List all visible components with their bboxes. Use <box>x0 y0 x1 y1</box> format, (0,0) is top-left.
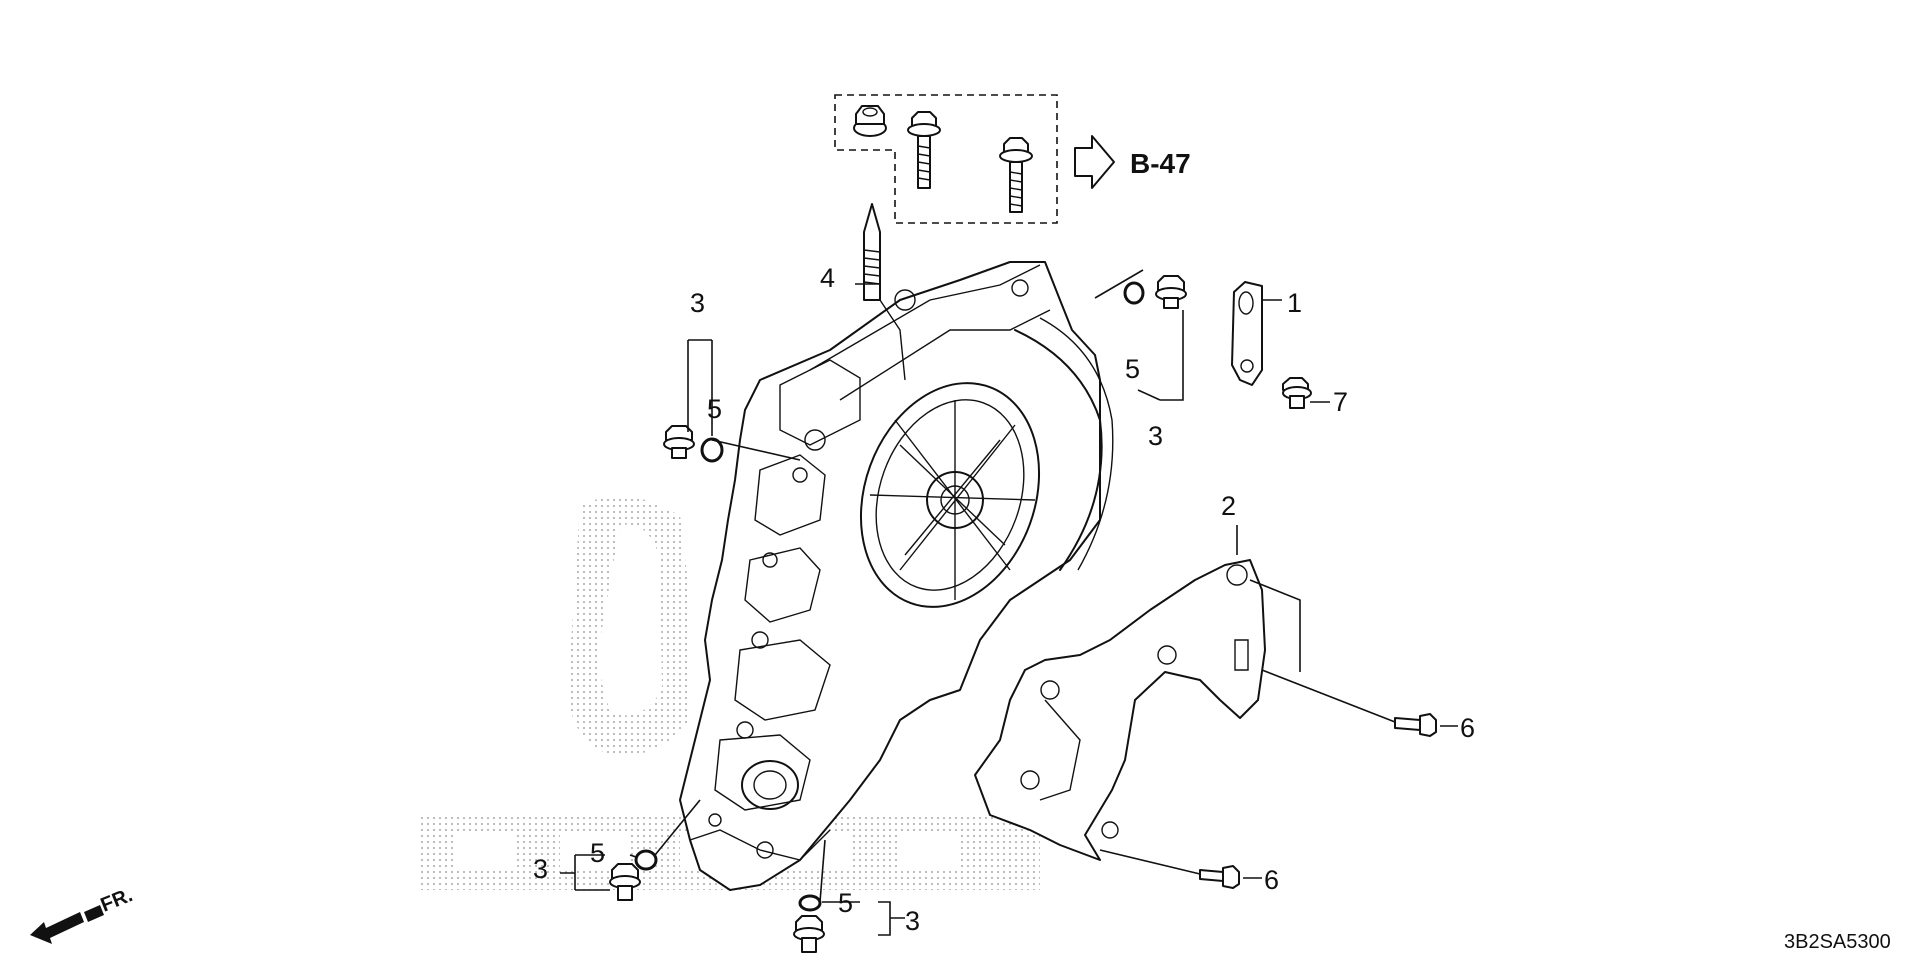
callout-7[interactable]: 7 <box>1333 387 1348 417</box>
reference-group-box <box>834 94 1058 224</box>
front-arrow-icon <box>30 905 104 944</box>
sealing-washer-icon <box>634 849 658 871</box>
drain-bolt-icon <box>793 915 825 953</box>
leader-lines <box>560 269 1458 936</box>
bracket-part <box>974 559 1266 861</box>
callout-5-bottom-left[interactable]: 5 <box>590 838 605 868</box>
callout-1[interactable]: 1 <box>1287 288 1302 318</box>
flange-nut-icon <box>853 105 887 137</box>
front-direction-label: FR. <box>98 884 136 916</box>
diagram-code: 3B2SA5300 <box>1784 931 1891 953</box>
flange-bolt-icon <box>1394 713 1437 737</box>
callout-5-left[interactable]: 5 <box>707 394 722 424</box>
small-bracket-part <box>1231 281 1263 386</box>
reference-arrow-icon <box>1074 135 1115 189</box>
callout-3-right[interactable]: 3 <box>1148 421 1163 451</box>
callout-3-top[interactable]: 3 <box>690 288 705 318</box>
callout-6-upper[interactable]: 6 <box>1460 713 1475 743</box>
callout-3-bottom-left[interactable]: 3 <box>533 854 548 884</box>
callout-5-bottom[interactable]: 5 <box>838 888 853 918</box>
drain-bolt-icon <box>1155 275 1187 309</box>
callout-5-right[interactable]: 5 <box>1125 354 1140 384</box>
sealing-washer-icon <box>700 437 724 463</box>
callout-3-bottom[interactable]: 3 <box>905 906 920 936</box>
sealing-washer-icon <box>798 894 822 912</box>
transmission-housing <box>679 261 1114 891</box>
reference-label[interactable]: B-47 <box>1130 148 1191 179</box>
flange-bolt-icon <box>1199 865 1240 889</box>
stud-bolt-icon <box>863 203 881 301</box>
flange-bolt-icon <box>907 111 941 189</box>
flange-bolt-icon <box>1282 377 1312 409</box>
drain-bolt-icon <box>609 863 641 901</box>
drain-bolt-icon <box>663 425 695 459</box>
long-flange-bolt-icon <box>999 137 1033 213</box>
callout-2[interactable]: 2 <box>1221 491 1236 521</box>
callout-6-lower[interactable]: 6 <box>1264 865 1279 895</box>
callout-4[interactable]: 4 <box>820 263 835 293</box>
sealing-washer-icon <box>1123 281 1145 305</box>
